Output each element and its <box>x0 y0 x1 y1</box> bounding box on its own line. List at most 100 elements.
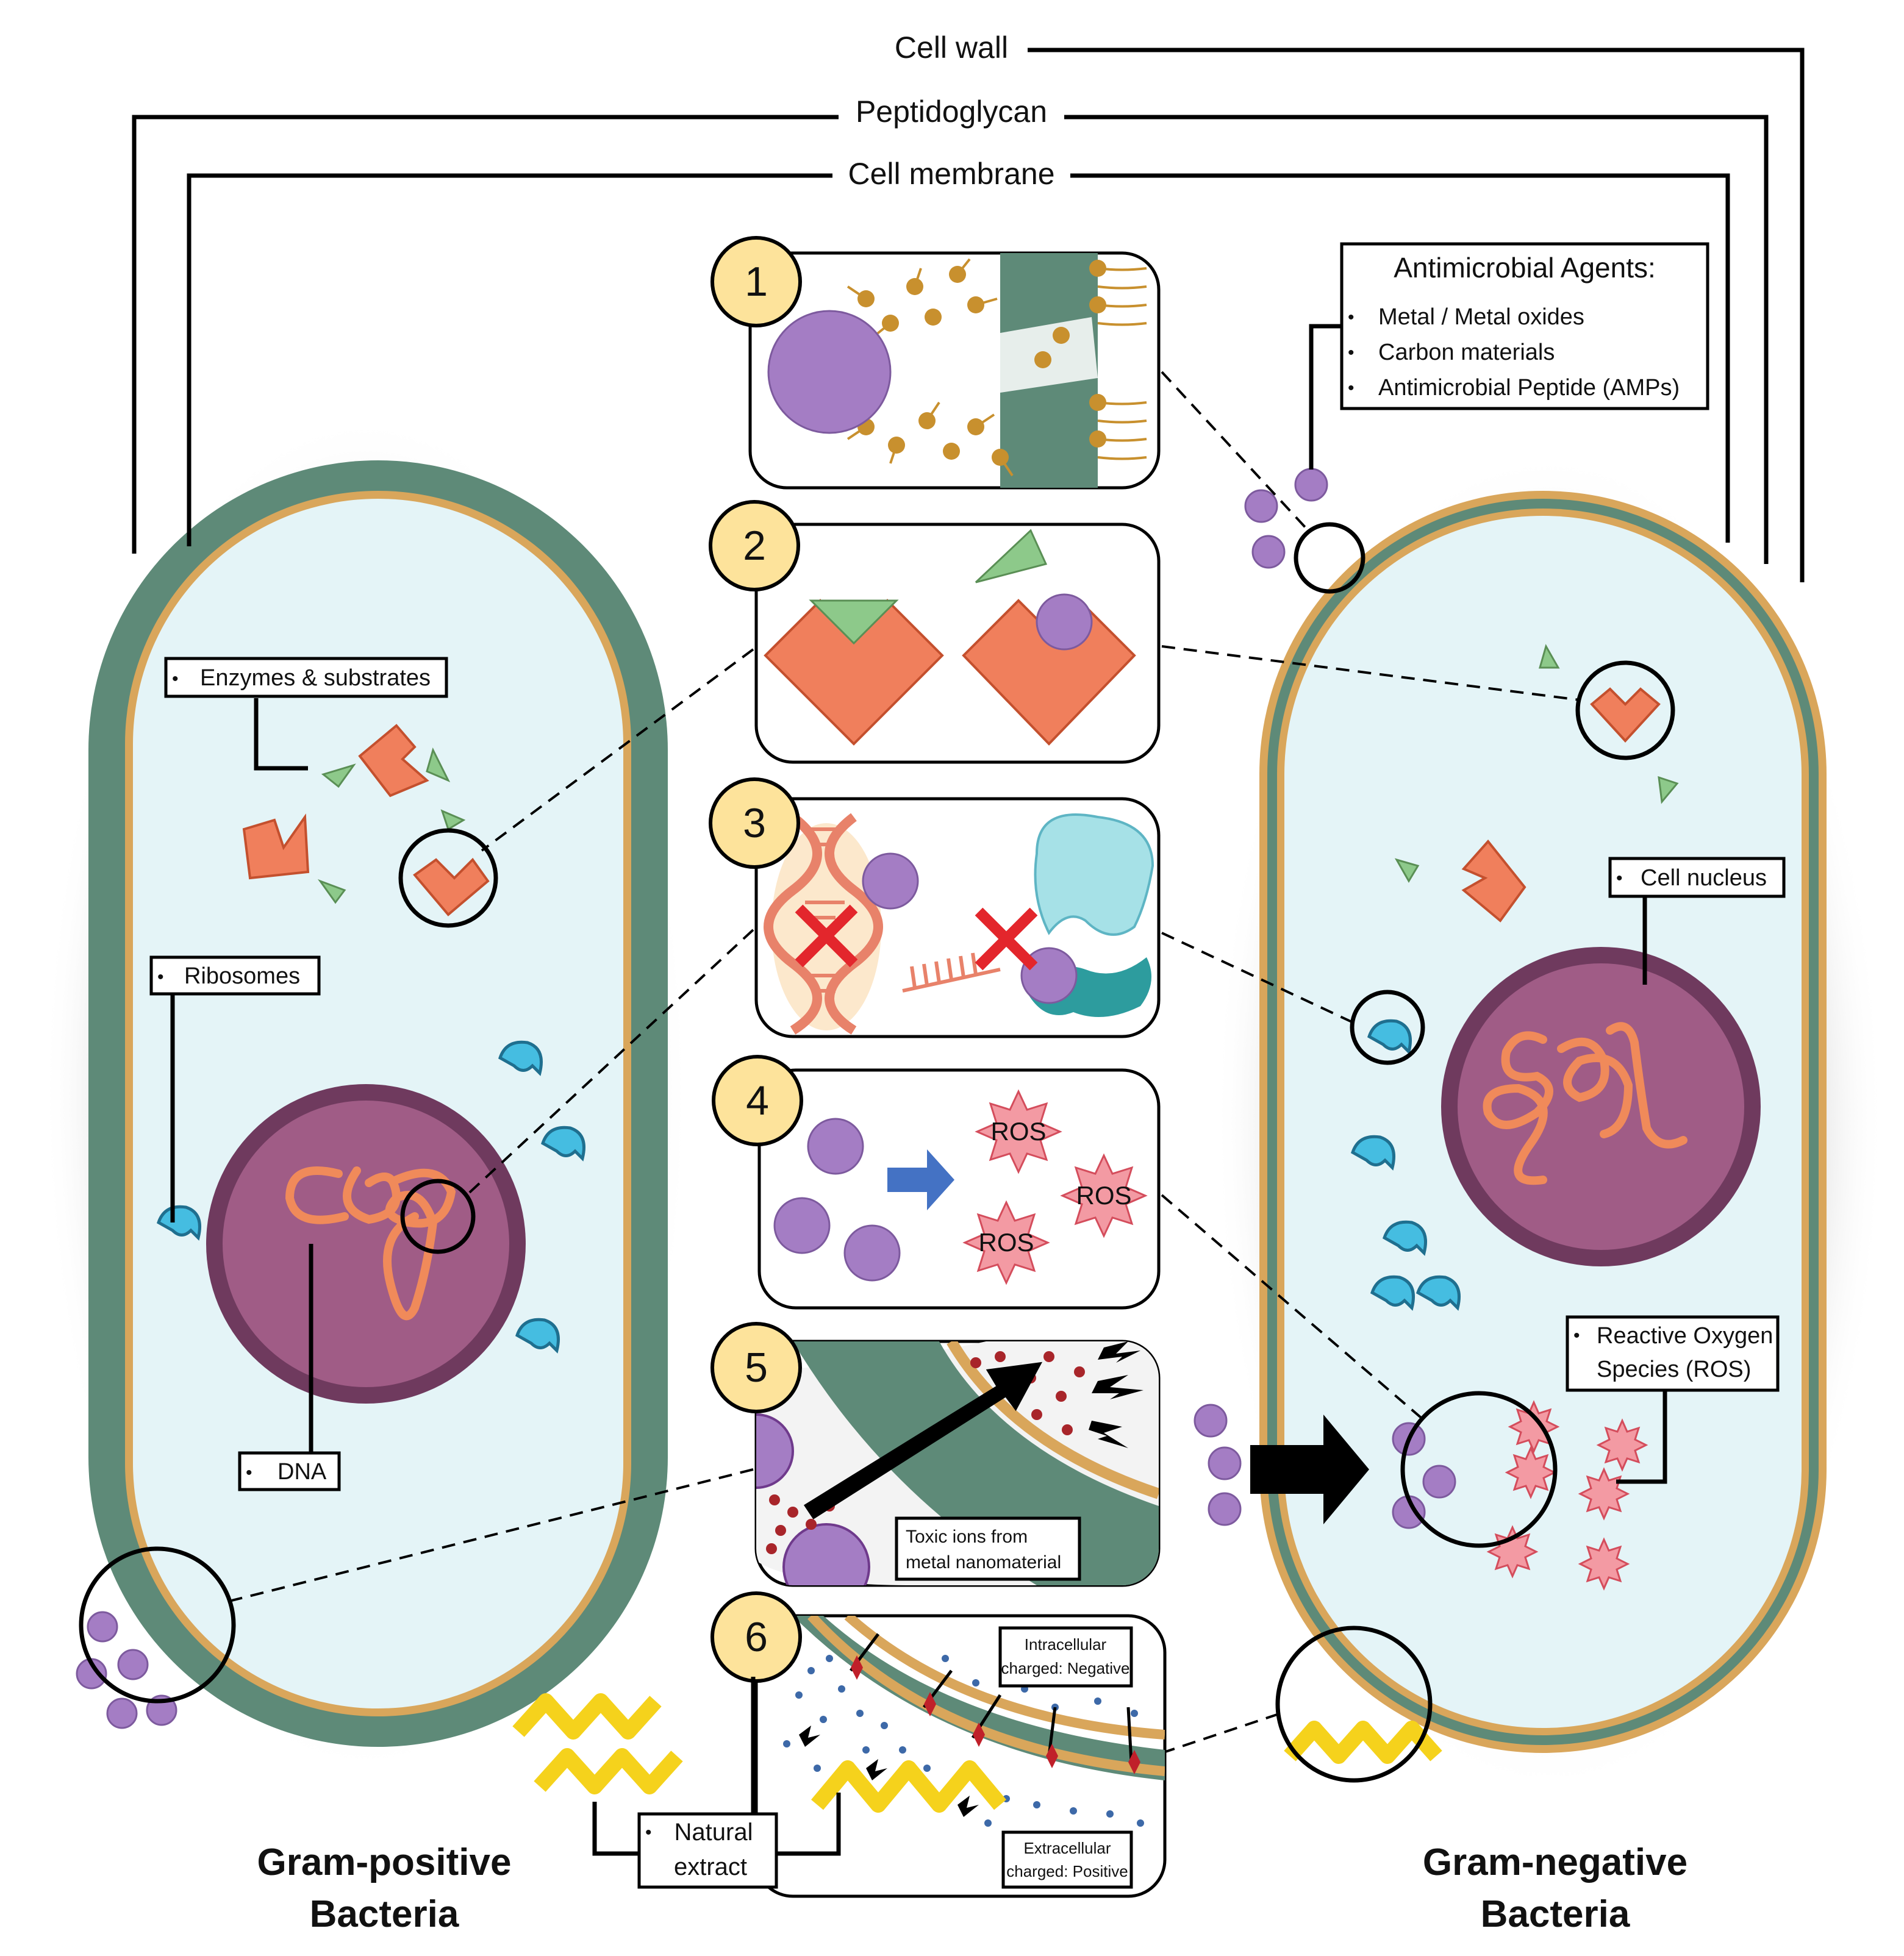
gp-corner-nanoparticles <box>76 1611 177 1729</box>
step-number-2: 2 <box>743 523 766 569</box>
panel-4-ros-generation: ROS ROS ROS <box>757 1068 1161 1310</box>
gn-wall-zoom-circle <box>1294 522 1365 594</box>
gn-enzyme-zoom <box>1590 687 1661 743</box>
gn-enzyme-zoom-circle <box>1575 660 1675 760</box>
agent-item-2: Carbon materials <box>1378 340 1555 365</box>
label-dna: DNA <box>277 1459 327 1485</box>
label-natural-line2: extract <box>674 1854 747 1880</box>
gn-enzymes <box>1394 644 1679 923</box>
gp-ribosome-1 <box>498 1040 543 1076</box>
dna-bullet: • <box>246 1463 252 1483</box>
gp-enzyme-1 <box>358 724 429 798</box>
panel-3-dna-protein-damage <box>754 797 1161 1038</box>
natural-extract-wave-1 <box>512 1693 662 1740</box>
label-cell-membrane: Cell membrane <box>848 157 1054 191</box>
enzymes-leader <box>254 698 308 771</box>
gn-ribosome-1 <box>1350 1135 1395 1171</box>
ros-burst-2-label: ROS <box>1076 1181 1131 1210</box>
gn-ribosome-zoom <box>1367 1019 1412 1055</box>
gn-outside-nanoparticles <box>1244 468 1328 569</box>
gp-substrate-1 <box>321 763 356 788</box>
label-natural-line1: Natural <box>675 1819 753 1846</box>
panel-5-toxic-ions: Toxic ions from metal nanomaterial <box>754 1340 1161 1587</box>
gp-substrate-3 <box>317 879 346 904</box>
step-number-6: 6 <box>745 1614 768 1660</box>
gn-dna-strand <box>1483 1022 1687 1185</box>
panel-1-membrane-disruption <box>748 251 1161 490</box>
ros-burst-3-label: ROS <box>978 1228 1034 1257</box>
step-number-4: 4 <box>746 1077 769 1124</box>
gp-enzyme-zoom <box>413 857 490 916</box>
gp-enzymes <box>242 724 490 916</box>
step-number-5: 5 <box>745 1344 768 1391</box>
natural-extract-leader-left <box>592 1802 639 1856</box>
gram-positive-title-line1: Gram-positive <box>257 1841 512 1883</box>
agent-bullet-2: • <box>1348 343 1355 363</box>
ros-burst-3 <box>962 1200 1050 1285</box>
label-peptidoglycan: Peptidoglycan <box>856 95 1047 129</box>
gn-ros-zoom-circle <box>1400 1391 1558 1548</box>
step-badge-5 <box>710 1322 802 1413</box>
entry-arrow <box>1250 1415 1369 1524</box>
gram-positive-title-line2: Bacteria <box>310 1893 459 1935</box>
natural-extract-leader-right <box>776 1793 841 1856</box>
gp-dna-zoom-circle <box>400 1179 476 1254</box>
gn-ribosome-4 <box>1415 1275 1461 1311</box>
agents-title: Antimicrobial Agents: <box>1394 252 1656 284</box>
enzymes-label-box <box>164 657 448 698</box>
label-extra-line2: charged: Positive <box>1006 1862 1128 1880</box>
natural-extract-box <box>637 1812 778 1889</box>
gn-ribosomes <box>1350 1019 1461 1311</box>
gp-ribosomes <box>156 1040 585 1354</box>
step-badge-1 <box>710 236 802 327</box>
step-badge-6 <box>710 1591 802 1683</box>
label-intra-line1: Intracellular <box>1025 1635 1107 1654</box>
gn-substrate-2 <box>1658 776 1679 804</box>
gp-ribosome-4 <box>156 1205 201 1241</box>
step-badges: 1 2 3 4 5 6 <box>709 236 803 1683</box>
antimicrobial-agents-box <box>1340 242 1709 410</box>
agents-leader <box>1309 324 1348 469</box>
intracellular-box <box>998 1626 1133 1688</box>
label-toxic-line1: Toxic ions from <box>906 1527 1028 1547</box>
panel-2-enzyme-inhibition <box>754 523 1161 764</box>
step-number-1: 1 <box>745 259 768 305</box>
gn-enzyme-1 <box>1461 839 1526 923</box>
step-badge-3 <box>709 777 800 869</box>
label-cell-wall: Cell wall <box>895 30 1008 65</box>
gp-enzyme-2 <box>242 813 310 880</box>
gn-ribosome-2 <box>1382 1220 1427 1256</box>
nucleus-bullet: • <box>1616 868 1623 888</box>
ros-leader <box>1616 1390 1667 1484</box>
gn-substrate-1 <box>1539 644 1560 669</box>
dna-label-box <box>238 1451 341 1491</box>
gp-substrate-4 <box>440 809 466 831</box>
extracellular-box <box>1001 1830 1133 1889</box>
agent-bullet-3: • <box>1348 378 1355 398</box>
label-ribosomes: Ribosomes <box>184 963 300 989</box>
label-extra-line1: Extracellular <box>1023 1839 1111 1857</box>
gram-negative-title-line1: Gram-negative <box>1423 1841 1687 1883</box>
dashed-connectors <box>231 371 1580 1754</box>
ros-bullet: • <box>1573 1326 1580 1346</box>
agent-bullet-1: • <box>1348 307 1355 327</box>
gn-natural-extract <box>1284 1721 1442 1764</box>
top-brackets <box>132 48 1805 582</box>
step-number-3: 3 <box>743 800 766 846</box>
toxic-ions-box <box>895 1516 1081 1581</box>
gp-nucleus <box>206 1084 526 1404</box>
label-intra-line2: charged: Negative <box>1001 1659 1129 1677</box>
ros-burst-1-label: ROS <box>990 1117 1046 1146</box>
gp-ribosome-2 <box>540 1126 585 1162</box>
ros-burst-1 <box>975 1089 1062 1174</box>
gn-nucleus <box>1441 947 1761 1266</box>
nucleus-label-box <box>1608 857 1786 898</box>
gp-dna-strand <box>285 1166 456 1321</box>
natural-bullet: • <box>645 1822 652 1843</box>
natural-extract-wave-2 <box>534 1748 683 1794</box>
gn-extract-zoom-circle <box>1275 1626 1433 1783</box>
gp-ribosome-3 <box>515 1318 560 1354</box>
ros-label-box <box>1566 1315 1780 1392</box>
